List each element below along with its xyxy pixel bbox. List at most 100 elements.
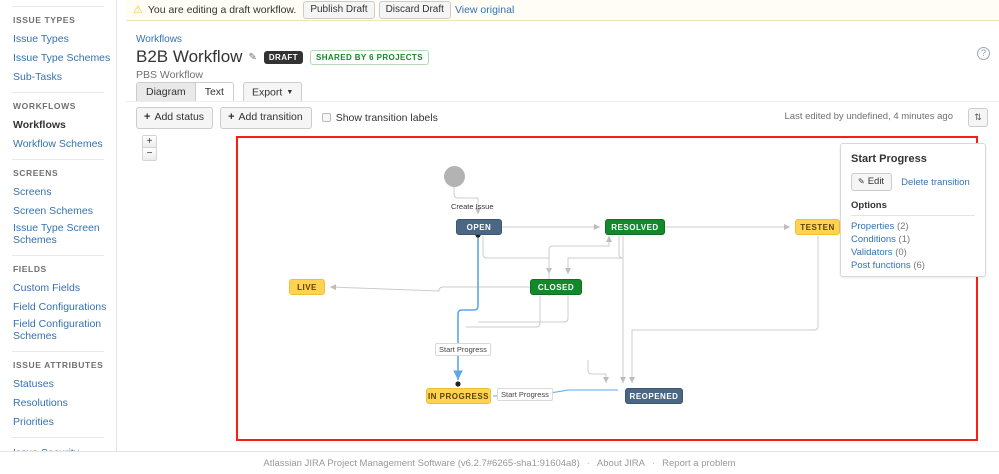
- plus-icon: +: [144, 110, 151, 123]
- warning-icon: ⚠: [133, 3, 143, 16]
- sidebar-item-issue-types[interactable]: Issue Types: [13, 32, 69, 45]
- transition-actions: ✎ Edit Delete transition: [851, 173, 975, 191]
- sidebar-item-custom-fields[interactable]: Custom Fields: [13, 281, 81, 294]
- footer-product-text: Atlassian JIRA Project Management Softwa…: [263, 457, 580, 469]
- zoom-in-button[interactable]: +: [143, 136, 156, 148]
- option-label-conditions: Conditions: [851, 234, 896, 245]
- sidebar-item-workflow-schemes[interactable]: Workflow Schemes: [13, 137, 103, 150]
- zoom-out-button[interactable]: −: [143, 148, 156, 160]
- transition-options-panel: Start Progress ✎ Edit Delete transition …: [840, 143, 986, 277]
- option-label-post-functions: Post functions: [851, 260, 911, 271]
- sidebar-item-resolutions[interactable]: Resolutions: [13, 396, 68, 409]
- option-count-post-functions: (6): [913, 260, 925, 271]
- sidebar-heading-screens: SCREENS: [13, 168, 59, 178]
- about-jira-link[interactable]: About JIRA: [596, 457, 645, 469]
- delete-transition-link[interactable]: Delete transition: [901, 176, 970, 188]
- footer-separator: ·: [586, 457, 590, 469]
- help-icon[interactable]: ?: [977, 47, 990, 60]
- tab-diagram[interactable]: Diagram: [137, 83, 196, 104]
- view-original-link[interactable]: View original: [454, 4, 515, 16]
- edit-transition-label: Edit: [867, 176, 885, 187]
- pencil-icon: ✎: [858, 177, 865, 186]
- status-badge-draft: DRAFT: [263, 50, 303, 64]
- breadcrumb[interactable]: Workflows: [136, 34, 182, 45]
- option-link-properties[interactable]: Properties (2): [851, 220, 975, 233]
- tab-text[interactable]: Text: [195, 83, 233, 104]
- status-node-resolved[interactable]: RESOLVED: [605, 219, 665, 235]
- sidebar-item-sub-tasks[interactable]: Sub-Tasks: [13, 70, 63, 83]
- export-button[interactable]: Export▼: [242, 82, 303, 105]
- discard-draft-button[interactable]: Discard Draft: [378, 1, 451, 19]
- plus-icon: +: [228, 110, 235, 123]
- checkbox-icon[interactable]: [321, 113, 331, 122]
- option-count-validators: (0): [895, 247, 907, 258]
- sidebar-item-field-configurations[interactable]: Field Configurations: [13, 300, 107, 313]
- view-tabs: Diagram Text Export▼: [136, 82, 303, 105]
- collapse-header-button[interactable]: ⇅: [968, 108, 988, 127]
- status-node-live[interactable]: LIVE: [289, 279, 325, 295]
- sidebar-divider: [12, 92, 104, 93]
- workflow-subtitle: PBS Workflow: [136, 69, 203, 81]
- pencil-icon[interactable]: ✎: [248, 51, 257, 63]
- edit-transition-button[interactable]: ✎ Edit: [851, 173, 893, 191]
- option-link-conditions[interactable]: Conditions (1): [851, 233, 975, 246]
- options-section-label: Options: [851, 200, 975, 216]
- sidebar-heading-issue-attributes: ISSUE ATTRIBUTES: [13, 360, 104, 370]
- show-transition-labels-toggle[interactable]: Show transition labels: [321, 111, 438, 124]
- sidebar-heading-fields: FIELDS: [13, 264, 47, 274]
- footer-separator-2: ·: [651, 457, 656, 469]
- status-node-testen[interactable]: TESTEN: [795, 219, 840, 235]
- transition-title: Start Progress: [851, 153, 927, 165]
- sidebar-item-issue-type-screen-schemes[interactable]: Issue Type Screen Schemes: [13, 222, 100, 246]
- option-label-properties: Properties: [851, 221, 895, 232]
- add-transition-button[interactable]: + Add transition: [220, 106, 312, 129]
- chevron-down-icon: ▼: [286, 89, 294, 96]
- sidebar-divider: [12, 437, 104, 438]
- status-node-in-progress[interactable]: IN PROGRESS: [426, 388, 491, 404]
- sidebar-divider: [12, 6, 104, 7]
- option-count-properties: (2): [896, 221, 909, 232]
- sidebar-item-statuses[interactable]: Statuses: [13, 377, 54, 390]
- publish-draft-button[interactable]: Publish Draft: [303, 1, 375, 19]
- sidebar-heading-issue-types: ISSUE TYPES: [13, 15, 76, 25]
- transition-label-create-issue[interactable]: Create Issue: [451, 202, 494, 211]
- zoom-controls: + −: [142, 135, 157, 161]
- sidebar-item-workflows[interactable]: Workflows: [13, 118, 66, 131]
- title-row: B2B Workflow ✎ DRAFT SHARED BY 6 PROJECT…: [136, 47, 429, 67]
- sidebar-item-issue-type-schemes[interactable]: Issue Type Schemes: [13, 51, 111, 64]
- option-count-conditions: (1): [898, 234, 911, 245]
- add-status-button[interactable]: + Add status: [136, 106, 214, 129]
- page-footer: Atlassian JIRA Project Management Softwa…: [0, 451, 999, 474]
- sidebar-item-priorities[interactable]: Priorities: [13, 415, 54, 428]
- draft-banner-text: You are editing a draft workflow.: [147, 4, 297, 16]
- option-label-validators: Validators: [851, 247, 893, 258]
- option-link-post-functions[interactable]: Post functions (6): [851, 259, 975, 272]
- transition-edges: [329, 187, 819, 397]
- transition-label-start-progress[interactable]: Start Progress: [435, 343, 491, 356]
- report-problem-link[interactable]: Report a problem: [662, 457, 736, 469]
- status-node-open[interactable]: OPEN: [456, 219, 502, 235]
- show-transition-labels-label: Show transition labels: [335, 111, 438, 124]
- sidebar-divider: [12, 159, 104, 160]
- last-edited-text: Last edited by undefined, 4 minutes ago: [784, 111, 953, 122]
- workflow-diagram: OPEN RESOLVED TESTEN LIVE CLOSED IN PROG…: [238, 138, 976, 439]
- page-title: B2B Workflow: [136, 47, 243, 66]
- sidebar-heading-workflows: WORKFLOWS: [13, 101, 76, 111]
- option-link-validators[interactable]: Validators (0): [851, 246, 975, 259]
- status-node-closed[interactable]: CLOSED: [530, 279, 582, 295]
- start-node-circle[interactable]: [444, 166, 465, 187]
- sidebar-divider: [12, 255, 104, 256]
- sidebar-item-screen-schemes[interactable]: Screen Schemes: [13, 204, 93, 217]
- sidebar-item-field-configuration-schemes[interactable]: Field Configuration Schemes: [13, 318, 102, 342]
- status-badge-shared: SHARED BY 6 PROJECTS: [309, 49, 429, 65]
- add-transition-label: Add transition: [238, 110, 303, 123]
- transition-label-start-progress-2[interactable]: Start Progress: [497, 388, 553, 401]
- export-label: Export: [251, 86, 283, 99]
- draft-banner: ⚠ You are editing a draft workflow. Publ…: [126, 0, 999, 21]
- status-node-reopened[interactable]: REOPENED: [625, 388, 683, 404]
- sidebar-item-screens[interactable]: Screens: [13, 185, 52, 198]
- sidebar-divider: [12, 351, 104, 352]
- diagram-toolbar: + Add status + Add transition Show trans…: [126, 101, 999, 133]
- add-status-label: Add status: [154, 110, 205, 123]
